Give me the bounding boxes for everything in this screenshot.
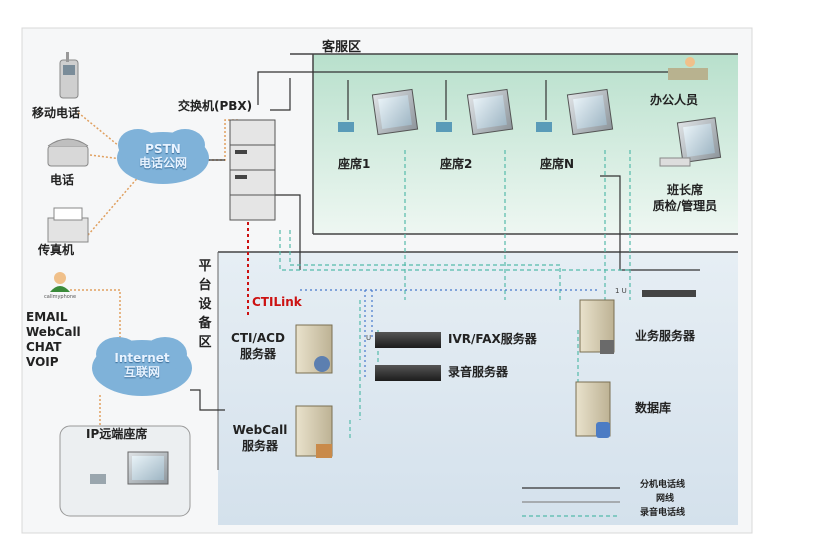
supervisor-workstation	[659, 117, 722, 167]
remote-seat-box	[59, 425, 191, 517]
platform-area-label-char: 台	[198, 278, 212, 293]
webcall-server-icon	[295, 405, 333, 458]
fax-icon	[47, 207, 89, 243]
channel-chat: CHAT	[26, 340, 62, 354]
internet-cloud	[92, 337, 192, 396]
remote-seat-label: IP远端座席	[86, 427, 148, 441]
supervisor-label: 班长席 质检/管理员	[640, 182, 730, 214]
person-tag: callmyphone	[44, 294, 77, 300]
seat-n-label: 座席N	[540, 157, 575, 171]
platform-area-label-char: 设	[198, 297, 212, 312]
service-area	[313, 54, 738, 234]
legend-extension-label: 分机电话线	[640, 480, 686, 490]
ctilink-label: CTILink	[252, 295, 302, 309]
channel-voip: VOIP	[26, 355, 59, 369]
pbx-switch-icon	[229, 119, 276, 221]
person-icon	[50, 272, 70, 292]
webcall-server-label: WebCall 服务器	[226, 422, 294, 454]
internet-cloud-label-line1: Internet	[114, 351, 170, 365]
recording-server-icon	[375, 365, 441, 381]
internet-cloud-label-line2: 互联网	[123, 364, 160, 379]
webcall-server-label-line1: WebCall	[232, 423, 288, 437]
cti-acd-server-label-line1: CTI/ACD	[231, 331, 285, 345]
seat-2-workstation	[436, 88, 514, 136]
service-area-label: 客服区	[322, 40, 362, 55]
office-staff-icon	[668, 57, 708, 80]
cti-acd-server-label-line2: 服务器	[239, 347, 276, 361]
channel-email: EMAIL	[26, 310, 68, 324]
rack-unit-label-small: U	[366, 334, 372, 342]
supervisor-label-line1: 班长席	[666, 183, 703, 197]
platform-area	[218, 252, 738, 525]
database-label: 数据库	[635, 401, 672, 415]
legend-network-label: 网线	[656, 494, 675, 504]
pbx-label: 交换机(PBX)	[178, 99, 253, 113]
webcall-server-label-line2: 服务器	[241, 439, 278, 453]
seat-1-workstation	[338, 88, 419, 136]
pstn-cloud-label: PSTN 电话公网	[123, 142, 203, 171]
platform-area-label-char: 平	[198, 259, 212, 274]
platform-area-label-char: 备	[198, 316, 212, 331]
seat-n-workstation	[536, 88, 614, 136]
fax-label: 传真机	[38, 243, 75, 257]
office-staff-label: 办公人员	[650, 93, 699, 107]
internet-channels: EMAIL WebCall CHAT VOIP	[26, 310, 81, 370]
platform-area-label: 平台设备区	[197, 257, 213, 352]
pstn-cloud-label-line2: 电话公网	[138, 155, 187, 170]
cti-acd-server-label: CTI/ACD 服务器	[226, 330, 290, 362]
seat-1-label: 座席1	[338, 157, 371, 171]
pstn-cloud-label-line1: PSTN	[145, 142, 181, 156]
database-server-icon	[575, 381, 611, 438]
pstn-cloud	[117, 129, 209, 184]
business-server-label: 业务服务器	[635, 329, 696, 343]
rack-unit-icon	[642, 290, 696, 297]
recording-server-label: 录音服务器	[448, 365, 509, 379]
mobile-phone-label: 移动电话	[32, 106, 81, 120]
seat-2-label: 座席2	[440, 157, 473, 171]
legend-recording-label: 录音电话线	[640, 508, 686, 518]
cti-acd-server-icon	[295, 324, 333, 374]
legend-lines	[522, 487, 620, 517]
mobile-phone-icon	[59, 52, 79, 99]
channel-webcall: WebCall	[26, 325, 81, 339]
ivr-fax-server-icon	[375, 332, 441, 348]
rack-unit-label: 1 U	[615, 287, 627, 295]
supervisor-label-line2: 质检/管理员	[652, 199, 718, 213]
business-server-icon	[579, 299, 615, 354]
internet-cloud-label: Internet 互联网	[102, 351, 182, 380]
ivr-fax-server-label: IVR/FAX服务器	[448, 332, 537, 346]
desk-phone-icon	[47, 138, 89, 167]
platform-area-label-char: 区	[198, 335, 212, 350]
network-lines	[300, 289, 600, 380]
phone-label: 电话	[50, 173, 75, 187]
